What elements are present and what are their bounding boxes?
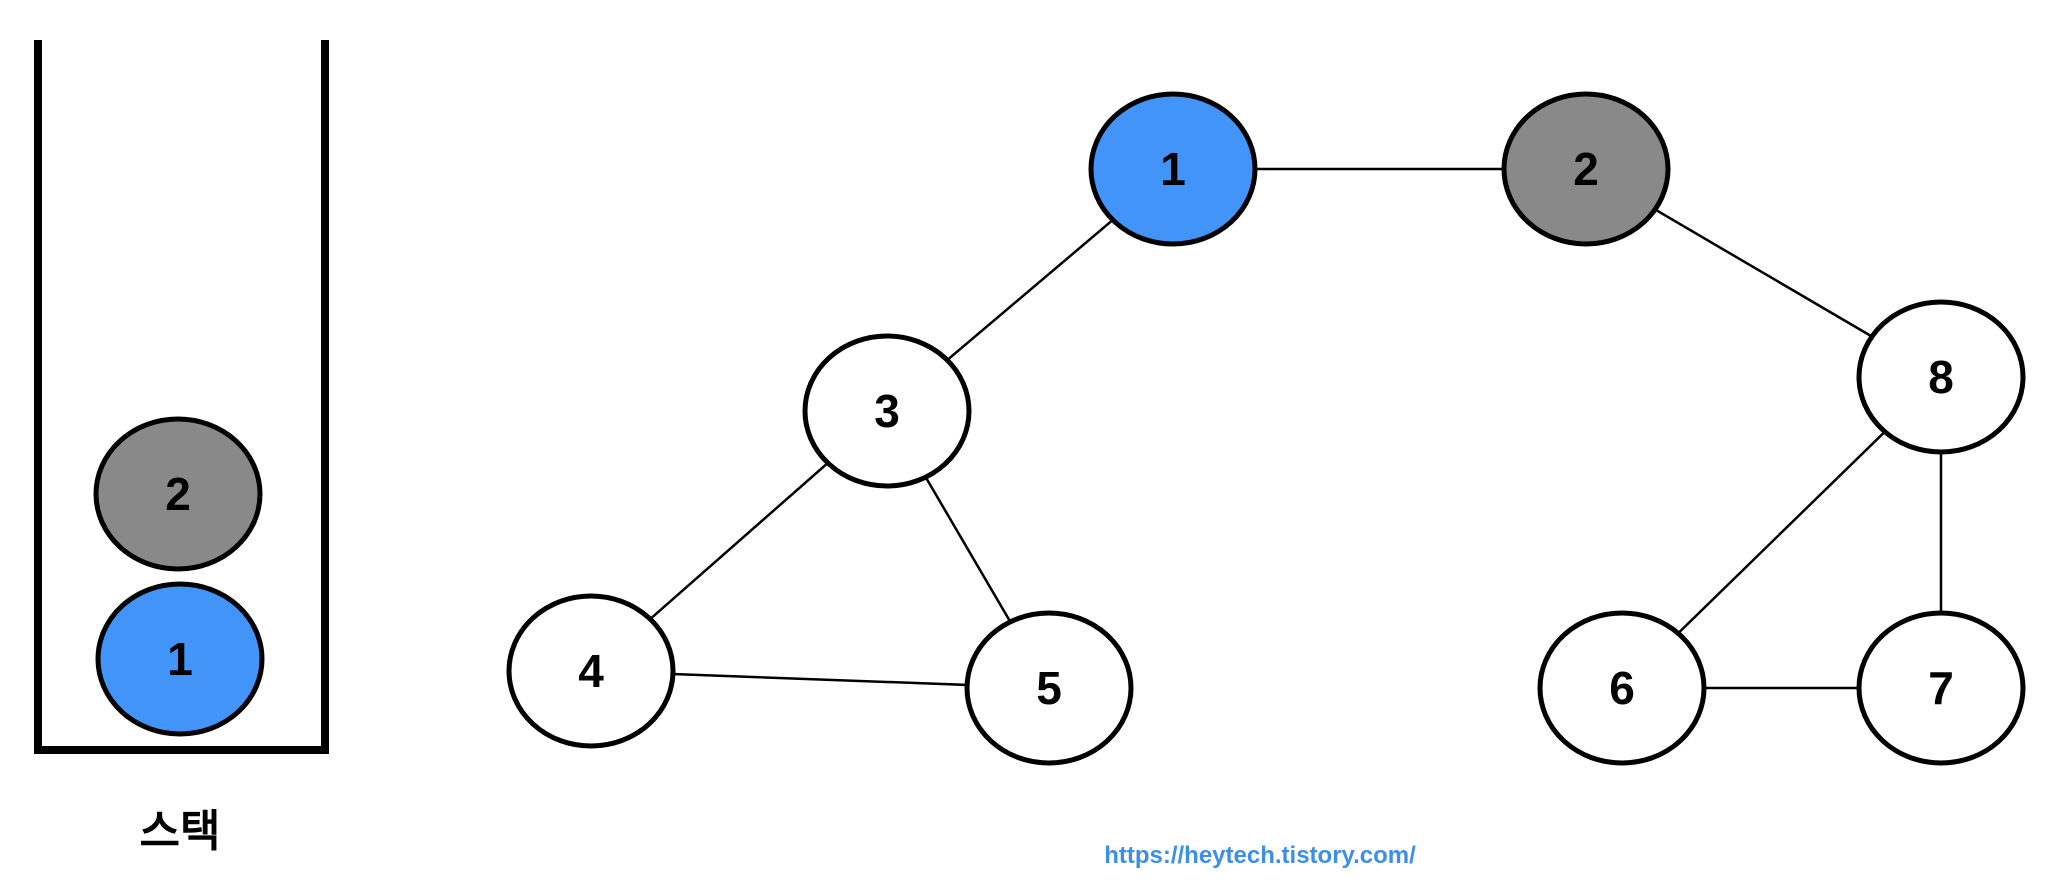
- graph-edges: [590, 167, 1943, 690]
- graph-node-5: 5: [964, 610, 1134, 766]
- graph-node-5-circle: [964, 610, 1134, 766]
- graph-node-2-circle: [1501, 91, 1671, 247]
- graph-node-7-label: 7: [1928, 662, 1954, 714]
- graph-node-3: 3: [802, 333, 972, 489]
- graph-node-6-circle: [1537, 610, 1707, 766]
- stack-item-2-circle: [93, 416, 263, 572]
- stack-caption: 스택: [139, 806, 221, 857]
- graph-node-8: 8: [1856, 299, 2026, 455]
- graph-node-6: 6: [1537, 610, 1707, 766]
- source-link[interactable]: https://heytech.tistory.com/: [1104, 842, 1416, 869]
- graph-node-2: 2: [1501, 91, 1671, 247]
- stack-container: [34, 40, 329, 754]
- stack-items: 12: [93, 416, 265, 737]
- graph-node-8-circle: [1856, 299, 2026, 455]
- stack-item-1-circle: [95, 581, 265, 737]
- stack-item-2: 2: [93, 416, 263, 572]
- graph-node-1: 1: [1088, 91, 1258, 247]
- graph-node-7-circle: [1856, 610, 2026, 766]
- graph-node-5-label: 5: [1036, 662, 1062, 714]
- graph-node-1-circle: [1088, 91, 1258, 247]
- graph-node-1-label: 1: [1160, 143, 1186, 195]
- graph-node-3-label: 3: [874, 385, 900, 437]
- graph-node-7: 7: [1856, 610, 2026, 766]
- stack-item-1-label: 1: [167, 633, 193, 685]
- stack-item-1: 1: [95, 581, 265, 737]
- graph-node-4-circle: [506, 593, 676, 749]
- graph-node-4: 4: [506, 593, 676, 749]
- graph-node-2-label: 2: [1573, 143, 1599, 195]
- graph-node-6-label: 6: [1609, 662, 1635, 714]
- graph-nodes: 1 2 3 4 5 6 7 8: [506, 91, 2026, 766]
- graph-node-3-circle: [802, 333, 972, 489]
- graph-node-8-label: 8: [1928, 351, 1954, 403]
- graph-node-4-label: 4: [578, 645, 604, 697]
- stack-item-2-label: 2: [165, 468, 191, 520]
